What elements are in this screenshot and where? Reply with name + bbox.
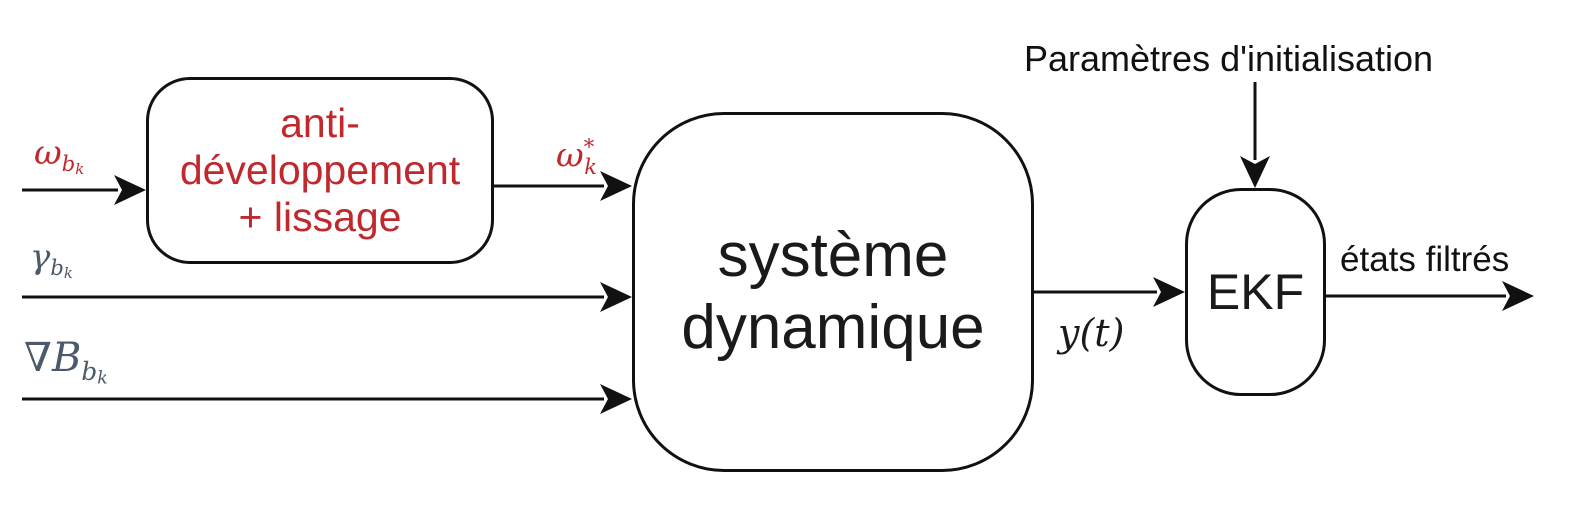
- arrow-init-params: [1240, 82, 1270, 188]
- init-params-label: Paramètres d'initialisation: [1024, 38, 1434, 79]
- gradB-sub: b: [81, 356, 98, 386]
- omega-subsub: k: [75, 161, 85, 179]
- system-block-line-1: système: [717, 221, 949, 290]
- arrow-gamma-input: [22, 282, 632, 312]
- omega-symbol: ω: [34, 133, 62, 173]
- omega-star-sup: *: [583, 134, 595, 159]
- arrow-filtered-states: [1326, 281, 1534, 311]
- omega-star-label: ω*k: [556, 136, 597, 177]
- omega-sub: b: [61, 151, 76, 177]
- nabla-symbol: ∇: [24, 335, 52, 381]
- y-output-label: y(t): [1058, 314, 1124, 352]
- arrow-y-output: [1034, 277, 1185, 307]
- gradB-symbol: B: [51, 335, 82, 381]
- gamma-sub: b: [50, 255, 64, 281]
- anti-block-line-1: anti-: [280, 100, 360, 146]
- filtered-states-label: états filtrés: [1340, 240, 1510, 279]
- gamma-subsub: k: [63, 265, 73, 283]
- anti-unwrapping-block: anti- développement + lissage: [146, 77, 494, 264]
- omega-star-sub: k: [584, 154, 598, 180]
- anti-block-line-2: développement: [179, 147, 461, 193]
- arrow-omega-star: [494, 171, 632, 201]
- gamma-input-label: γbk: [30, 240, 73, 282]
- arrow-omega-input: [22, 175, 146, 205]
- gradB-input-label: ∇Bbk: [24, 338, 108, 388]
- system-block-line-2: dynamique: [681, 293, 985, 362]
- anti-block-line-3: + lissage: [238, 194, 402, 240]
- omega-input-label: ωbk: [34, 136, 84, 178]
- ekf-block: EKF: [1185, 188, 1326, 396]
- gamma-symbol: γ: [30, 237, 51, 277]
- y-of-t: y(t): [1058, 311, 1125, 355]
- omega-star-symbol: ω: [556, 135, 584, 176]
- arrow-gradB-input: [22, 384, 632, 414]
- dynamic-system-block: système dynamique: [632, 112, 1034, 472]
- gradB-subsub: k: [97, 368, 108, 389]
- ekf-block-label: EKF: [1206, 264, 1305, 320]
